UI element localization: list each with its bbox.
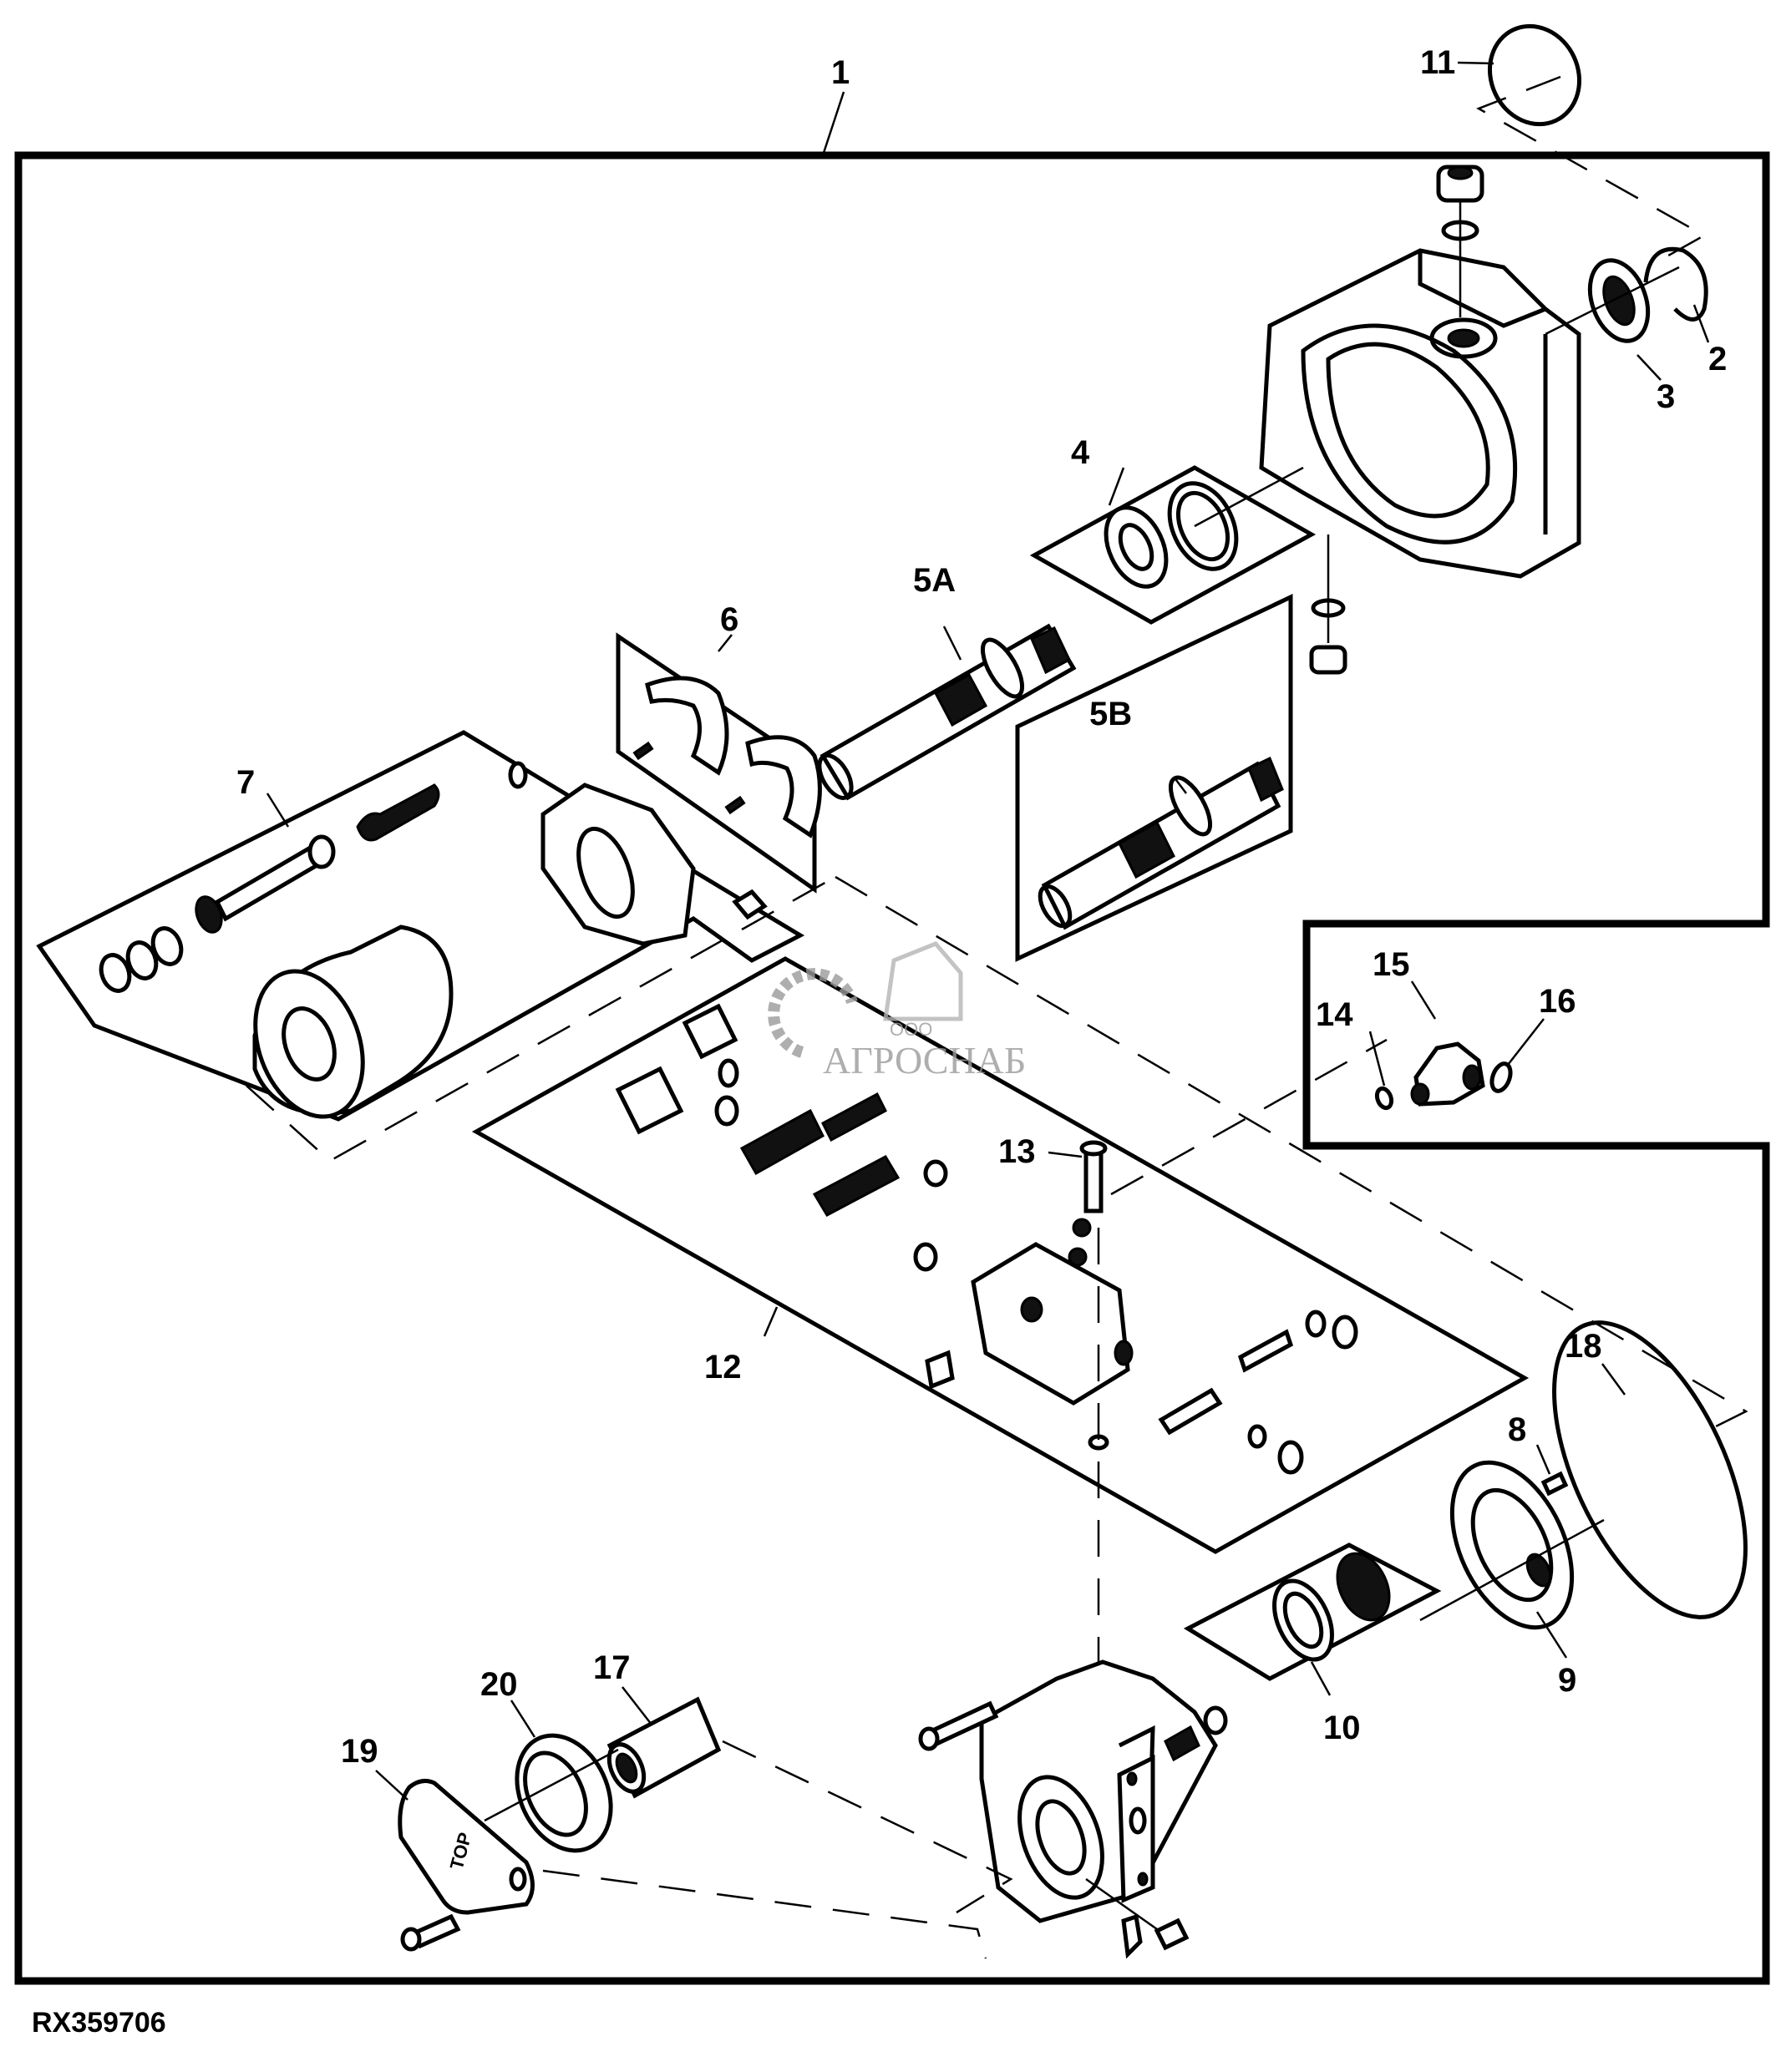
callout-19: 19 (341, 1733, 378, 1770)
axis-line-lower (484, 1748, 619, 1822)
lower-housing (918, 1659, 1228, 1959)
valve-plate-9 (1419, 1460, 1605, 1659)
watermark-name: АГРОСНАБ (823, 1039, 1026, 1082)
axis-line (1194, 466, 1304, 528)
bearing-17 (606, 1686, 722, 1799)
figure-id: RX359706 (32, 2007, 166, 2039)
snap-ring-2 (1545, 246, 1710, 343)
cover-plate-19: TOP (375, 1770, 535, 1952)
pin-8 (1535, 1444, 1569, 1497)
callout-7: 7 (236, 764, 255, 801)
callout-15: 15 (1373, 946, 1410, 983)
callout-16: 16 (1539, 983, 1576, 1020)
callout-3: 3 (1657, 378, 1675, 415)
shaft-5a (817, 623, 1077, 801)
spacer-20 (510, 1700, 613, 1853)
assembly-line-upper (835, 875, 1748, 1434)
assembly-frame (14, 151, 1770, 1985)
gear-icon (768, 968, 858, 1058)
o-ring-18 (1552, 1320, 1748, 1619)
shaft-5b-panel (1015, 594, 1293, 962)
callout-5a: 5A (913, 562, 956, 599)
cylinder-block (246, 875, 836, 1163)
combine-harvester-icon (883, 941, 963, 1021)
callout-18: 18 (1565, 1328, 1602, 1365)
callout-4: 4 (1071, 434, 1090, 471)
fitting-15 (1368, 980, 1545, 1111)
leader-1 (821, 91, 845, 156)
callout-17: 17 (593, 1649, 631, 1686)
callout-2: 2 (1708, 341, 1727, 377)
assembly-line-notch (1110, 1038, 1388, 1196)
control-valve-12 (471, 956, 1530, 1554)
callout-6: 6 (720, 601, 738, 638)
bearing-kit-10 (1183, 1543, 1442, 1696)
callout-9: 9 (1558, 1662, 1576, 1699)
callout-20: 20 (480, 1666, 518, 1703)
swashplate-bearings-6 (616, 632, 822, 894)
watermark: ООО АГРОСНАБ (768, 941, 1026, 1082)
o-ring-11 (1457, 23, 1707, 261)
watermark-prefix: ООО (890, 1019, 932, 1040)
assembly-line-lower-b (542, 1869, 987, 1959)
screw-13 (1048, 1140, 1108, 1267)
assembly-line-lower-a (722, 1740, 1013, 1914)
callout-8: 8 (1508, 1411, 1526, 1448)
callout-10: 10 (1323, 1710, 1361, 1746)
callout-12: 12 (704, 1349, 742, 1386)
swashplate (508, 761, 768, 946)
callout-1: 1 (831, 54, 850, 91)
callout-11: 11 (1420, 44, 1455, 81)
callout-13: 13 (998, 1133, 1036, 1170)
callout-14: 14 (1316, 996, 1353, 1033)
bearing-kit-4 (1029, 465, 1317, 625)
upper-housing (1259, 165, 1581, 675)
callout-5b: 5B (1089, 696, 1132, 732)
